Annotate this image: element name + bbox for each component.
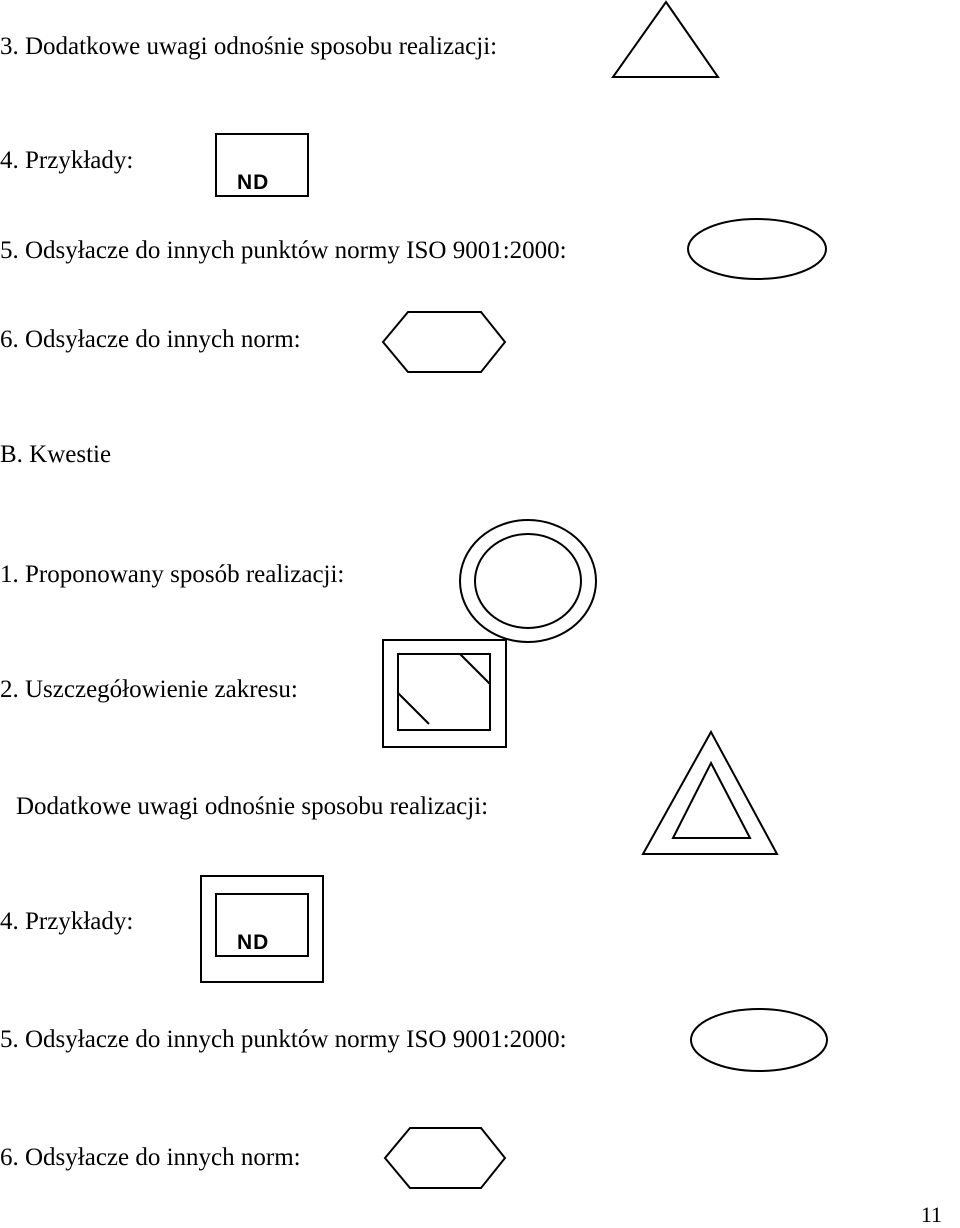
section-b-heading: B. Kwestie xyxy=(0,441,112,468)
nd-box: ND xyxy=(215,133,309,197)
hexagon-icon xyxy=(381,311,507,373)
item-6-text: 6. Odsyłacze do innych norm: xyxy=(0,326,301,353)
item-4-text-b: 4. Przykłady: xyxy=(0,908,134,935)
ellipse-icon-b xyxy=(690,1008,828,1072)
double-circle-icon xyxy=(459,519,597,643)
page-number: 11 xyxy=(920,1202,942,1227)
item-2-text: 2. Uszczegółowienie zakresu: xyxy=(0,676,298,703)
item-3-text-b: Dodatkowe uwagi odnośnie sposobu realiza… xyxy=(16,793,489,820)
double-triangle-icon xyxy=(641,729,779,855)
nd-label-b: ND xyxy=(237,931,270,954)
item-4-text: 4. Przykłady: xyxy=(0,147,134,174)
framed-nd-box: ND xyxy=(200,875,324,983)
hexagon-icon-b xyxy=(383,1127,507,1189)
nd-label: ND xyxy=(237,171,270,194)
item-1-text: 1. Proponowany sposób realizacji: xyxy=(0,561,345,588)
item-5-text-b: 5. Odsyłacze do innych punktów normy ISO… xyxy=(0,1026,567,1053)
item-6-text-b: 6. Odsyłacze do innych norm: xyxy=(0,1144,301,1171)
ellipse-icon xyxy=(687,218,827,280)
nd-box-inner: ND xyxy=(215,893,309,957)
item-3-text: 3. Dodatkowe uwagi odnośnie sposobu real… xyxy=(0,33,498,60)
triangle-icon xyxy=(611,0,720,78)
framed-square-icon xyxy=(382,639,507,748)
item-5-text: 5. Odsyłacze do innych punktów normy ISO… xyxy=(0,237,567,264)
